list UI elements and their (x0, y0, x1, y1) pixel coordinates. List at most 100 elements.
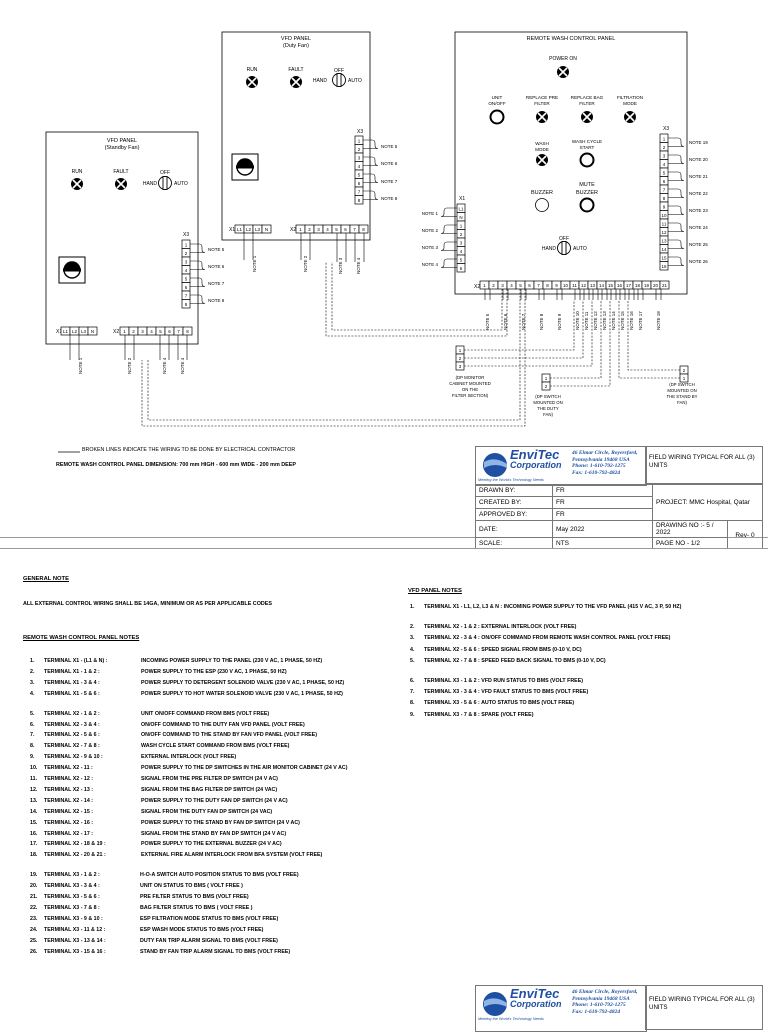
note-number: 10. (30, 765, 38, 772)
duty-x2-wire-3 (336, 233, 347, 262)
rwcp-note-item: 6.TERMINAL X2 - 3 & 4 :ON/OFF COMMAND TO… (30, 722, 305, 728)
rwcp-note-item: 12.TERMINAL X2 - 13 :SIGNAL FROM THE BAG… (30, 787, 277, 793)
general-note-heading: GENERAL NOTE (23, 576, 69, 582)
duty-x3-strip-cell-label: 2 (358, 147, 361, 152)
standby-x2-strip-cell-label: 6 (168, 329, 171, 334)
rwcp-x1-wire (440, 224, 457, 234)
note-description: H-O-A SWITCH AUTO POSITION STATUS TO BMS… (140, 872, 299, 879)
standby-x3-wire (190, 294, 206, 304)
rwcp-note-item: 14.TERMINAL X2 - 15 :SIGNAL FROM THE DUT… (30, 809, 272, 815)
company-slogan-2: Meeting the World's Technology Needs (478, 1017, 544, 1021)
standby-x3-strip-cell-label: 7 (185, 294, 188, 299)
address-line-4-p2: Fax: 1-610-792-4824 (572, 1008, 621, 1015)
rwcp-note-item: 2.TERMINAL X1 - 1 & 2 :POWER SUPPLY TO T… (30, 669, 287, 675)
rwcp-x2-note-9: NOTE 9 (557, 313, 562, 330)
standby-x1-strip-cell (87, 326, 98, 336)
rwcp-x1-strip-cell-label: 5 (460, 258, 463, 263)
rwcp-note-item: 8.TERMINAL X2 - 7 & 8 :WASH CYCLE START … (30, 743, 289, 749)
approved-by-value: FR (552, 508, 653, 521)
rwcp-x3-note-25: NOTE 25 (689, 242, 708, 247)
rwcp-x2-note-12: NOTE 12 (593, 311, 598, 330)
title-block-table: DRAWN BY:FR PROJECT: MMC Hospital, Qatar… (475, 484, 763, 550)
duty-x3-label: X3 (357, 129, 363, 135)
legend-broken-lines: BROKEN LINES INDICATE THE WIRING TO BE D… (82, 447, 296, 453)
rwcp-note-item: 9.TERMINAL X2 - 9 & 10 :EXTERNAL INTERLO… (30, 754, 236, 760)
note-number: 3. (30, 679, 35, 686)
rwcp-note-item: 24.TERMINAL X3 - 11 & 12 :ESP WASH MODE … (30, 927, 263, 933)
standby-note4: NOTE 4 (162, 357, 167, 374)
note-number: 11. (30, 776, 38, 782)
rwcp-power-on-label: POWER ON (549, 56, 577, 62)
rwcp-x3-note-24: NOTE 24 (689, 225, 708, 230)
replace-pre-filter-lamp-icon (536, 111, 548, 123)
duty-x1-strip-cell-label: L3 (255, 227, 261, 232)
rwcp-note-item: 3.TERMINAL X1 - 3 & 4 :POWER SUPPLY TO D… (30, 680, 344, 686)
duty-note4: NOTE 4 (356, 257, 361, 274)
standby-x1-wire (69, 335, 80, 360)
rwcp-x3-note-23: NOTE 23 (689, 208, 708, 213)
dp-standby-label-4: FAN) (677, 400, 687, 405)
dp-monitor-strip-cell-label: 3 (459, 364, 462, 369)
rwcp-title: REMOTE WASH CONTROL PANEL (527, 36, 616, 42)
note-terminal: TERMINAL X2 - 14 : (44, 797, 94, 804)
note-description: POWER SUPPLY TO THE DP SWITCHES IN THE A… (141, 765, 348, 772)
standby-x1-label: X1 (56, 329, 62, 335)
wire-rwcp-to-standby-1 (147, 289, 521, 421)
duty-x3-strip-cell-label: 7 (358, 190, 361, 195)
rwcp-x3-wire (668, 137, 685, 147)
vfd-standby-off-label: OFF (160, 170, 170, 176)
note-number: 26. (30, 948, 38, 955)
rwcp-x2-strip-cell-label: 21 (662, 283, 668, 288)
project-name: PROJECT: MMC Hospital, Qatar (652, 484, 763, 521)
rwcp-x2-wire (556, 289, 563, 300)
note-description: SIGNAL FROM THE BAG FILTER DP SWITCH (24… (141, 786, 278, 793)
company-logo-block-2: EnviTec Corporation 46 Elmar Circle, Roy… (475, 985, 647, 1032)
dp-duty-label-4: FAN) (543, 412, 553, 417)
drawing-title-2: FIELD WIRING TYPICAL FOR ALL (3) UNITS (645, 985, 763, 1030)
buzzer-icon (535, 198, 549, 212)
buzzer-label: BUZZER (531, 190, 553, 196)
note-description: DUTY FAN TRIP ALARM SIGNAL TO BMS (VOLT … (140, 937, 278, 944)
approved-by-label: APPROVED BY: (475, 508, 553, 521)
dp-monitor-strip-cell-label: 2 (459, 356, 462, 361)
note-terminal: TERMINAL X3 - 7 & 8 : (44, 904, 100, 911)
note-number: 9. (30, 754, 35, 761)
rwcp-hand-label: HAND (542, 246, 557, 252)
standby-x3-strip-cell-label: 1 (185, 243, 188, 248)
note-description: WASH CYCLE START COMMAND FROM BMS (VOLT … (141, 743, 290, 750)
vfd-duty-title: VFD PANEL (281, 36, 311, 42)
note-description: ON/OFF COMMAND TO THE DUTY FAN VFD PANEL… (141, 721, 305, 728)
note-terminal: TERMINAL X2 - 13 : (44, 786, 94, 793)
rwcp-x3-strip-cell-label: 8 (663, 196, 666, 201)
company-name-1-p2: EnviTec (510, 986, 560, 1001)
company-logo-block: EnviTec Corporation 46 Elmar Circle, Roy… (475, 446, 647, 486)
rwcp-note-item: 20.TERMINAL X3 - 3 & 4 :UNIT ON STATUS T… (30, 883, 243, 889)
note-number: 2. (30, 668, 35, 675)
rwcp-x2-note-11: NOTE 11 (584, 311, 589, 330)
rwcp-x1-strip-cell-label: 4 (460, 249, 463, 254)
rwcp-x3-wire (668, 205, 685, 215)
standby-note2: NOTE 2 (127, 357, 132, 374)
vfd-duty-off-label: OFF (334, 68, 344, 74)
rwcp-x1-label: X1 (459, 196, 465, 202)
note-description: EXTERNAL INTERLOCK (VOLT FREE) (141, 754, 237, 761)
standby-x2-strip-cell-label: 7 (177, 329, 180, 334)
legend-dimension: REMOTE WASH CONTROL PANEL DIMENSION: 700… (56, 462, 296, 468)
rwcp-x2-note-14: NOTE 14 (611, 311, 616, 330)
rwcp-x2-note-5: NOTE 5 (485, 313, 490, 330)
dp-duty-label-2: MOUNTED ON (533, 400, 562, 405)
duty-x3-strip-cell-label: 6 (358, 181, 361, 186)
rwcp-x3-strip-cell-label: 9 (663, 205, 666, 210)
wash-mode-label: WASH (535, 141, 549, 146)
rwcp-auto-label: AUTO (573, 246, 587, 252)
replace-bag-filter-label-2: FILTER (579, 101, 595, 106)
rwcp-x2-note-13: NOTE 13 (602, 311, 607, 330)
rwcp-note-item: 21.TERMINAL X3 - 5 & 6 :PRE FILTER STATU… (30, 894, 249, 900)
unit-onoff-label-2: ON/OFF (488, 101, 506, 106)
rwcp-x2-strip-cell-label: 15 (608, 283, 614, 288)
wiring-diagram: VFD PANEL (Duty Fan) RUN FAULT OFF HAND … (45, 31, 708, 453)
company-address: 46 Elmar Circle, Royersford, Pennsylvani… (572, 450, 638, 476)
rwcp-note-item: 18.TERMINAL X2 - 20 & 21 :EXTERNAL FIRE … (30, 852, 322, 858)
note-description: ON/OFF COMMAND TO THE STAND BY FAN VFD P… (141, 732, 317, 739)
vfd-notes-heading: VFD PANEL NOTES (408, 588, 462, 594)
